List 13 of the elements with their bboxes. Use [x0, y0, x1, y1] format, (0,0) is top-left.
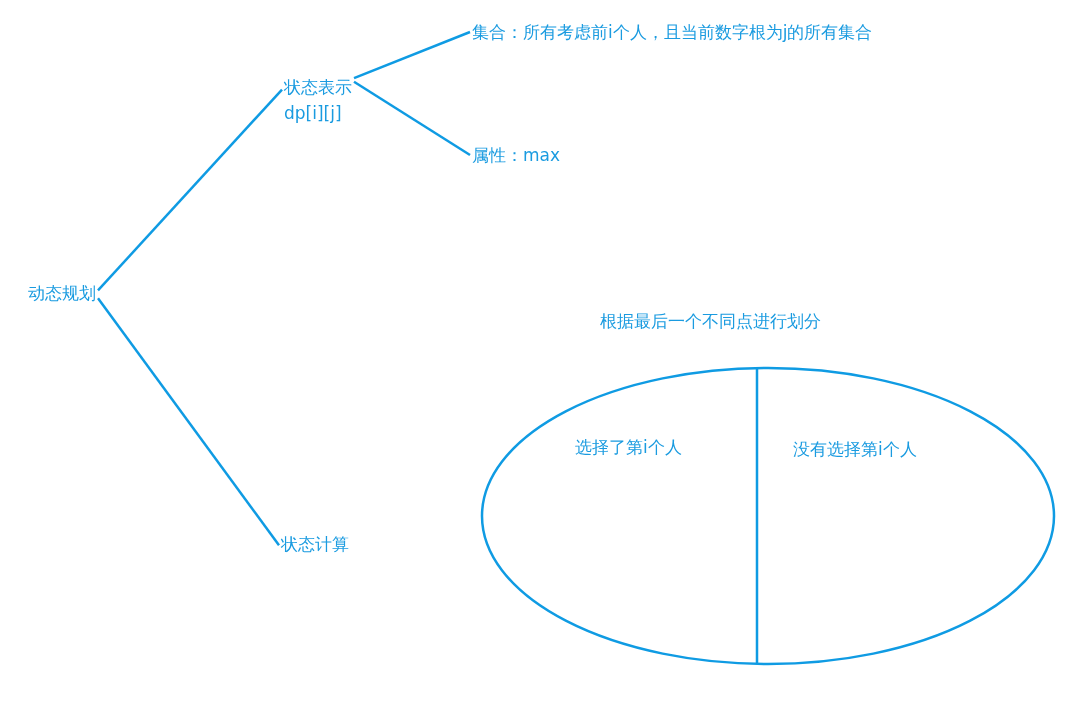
- branch-line: [97, 88, 283, 292]
- node-label: 状态表示: [284, 76, 352, 99]
- region-label: 没有选择第i个人: [793, 438, 917, 461]
- branch-line: [97, 297, 280, 547]
- branch-line: [353, 80, 471, 157]
- node-label: 集合：所有考虑前i个人，且当前数字根为j的所有集合: [472, 19, 873, 45]
- node-label: 状态计算: [281, 531, 349, 557]
- node-label: 动态规划: [28, 280, 96, 306]
- node-label: 属性：max: [472, 142, 561, 168]
- split-heading: 根据最后一个不同点进行划分: [600, 310, 821, 333]
- branch-line: [353, 30, 471, 80]
- region-label: 选择了第i个人: [575, 436, 682, 459]
- node-formula: dp[i][j]: [284, 102, 343, 125]
